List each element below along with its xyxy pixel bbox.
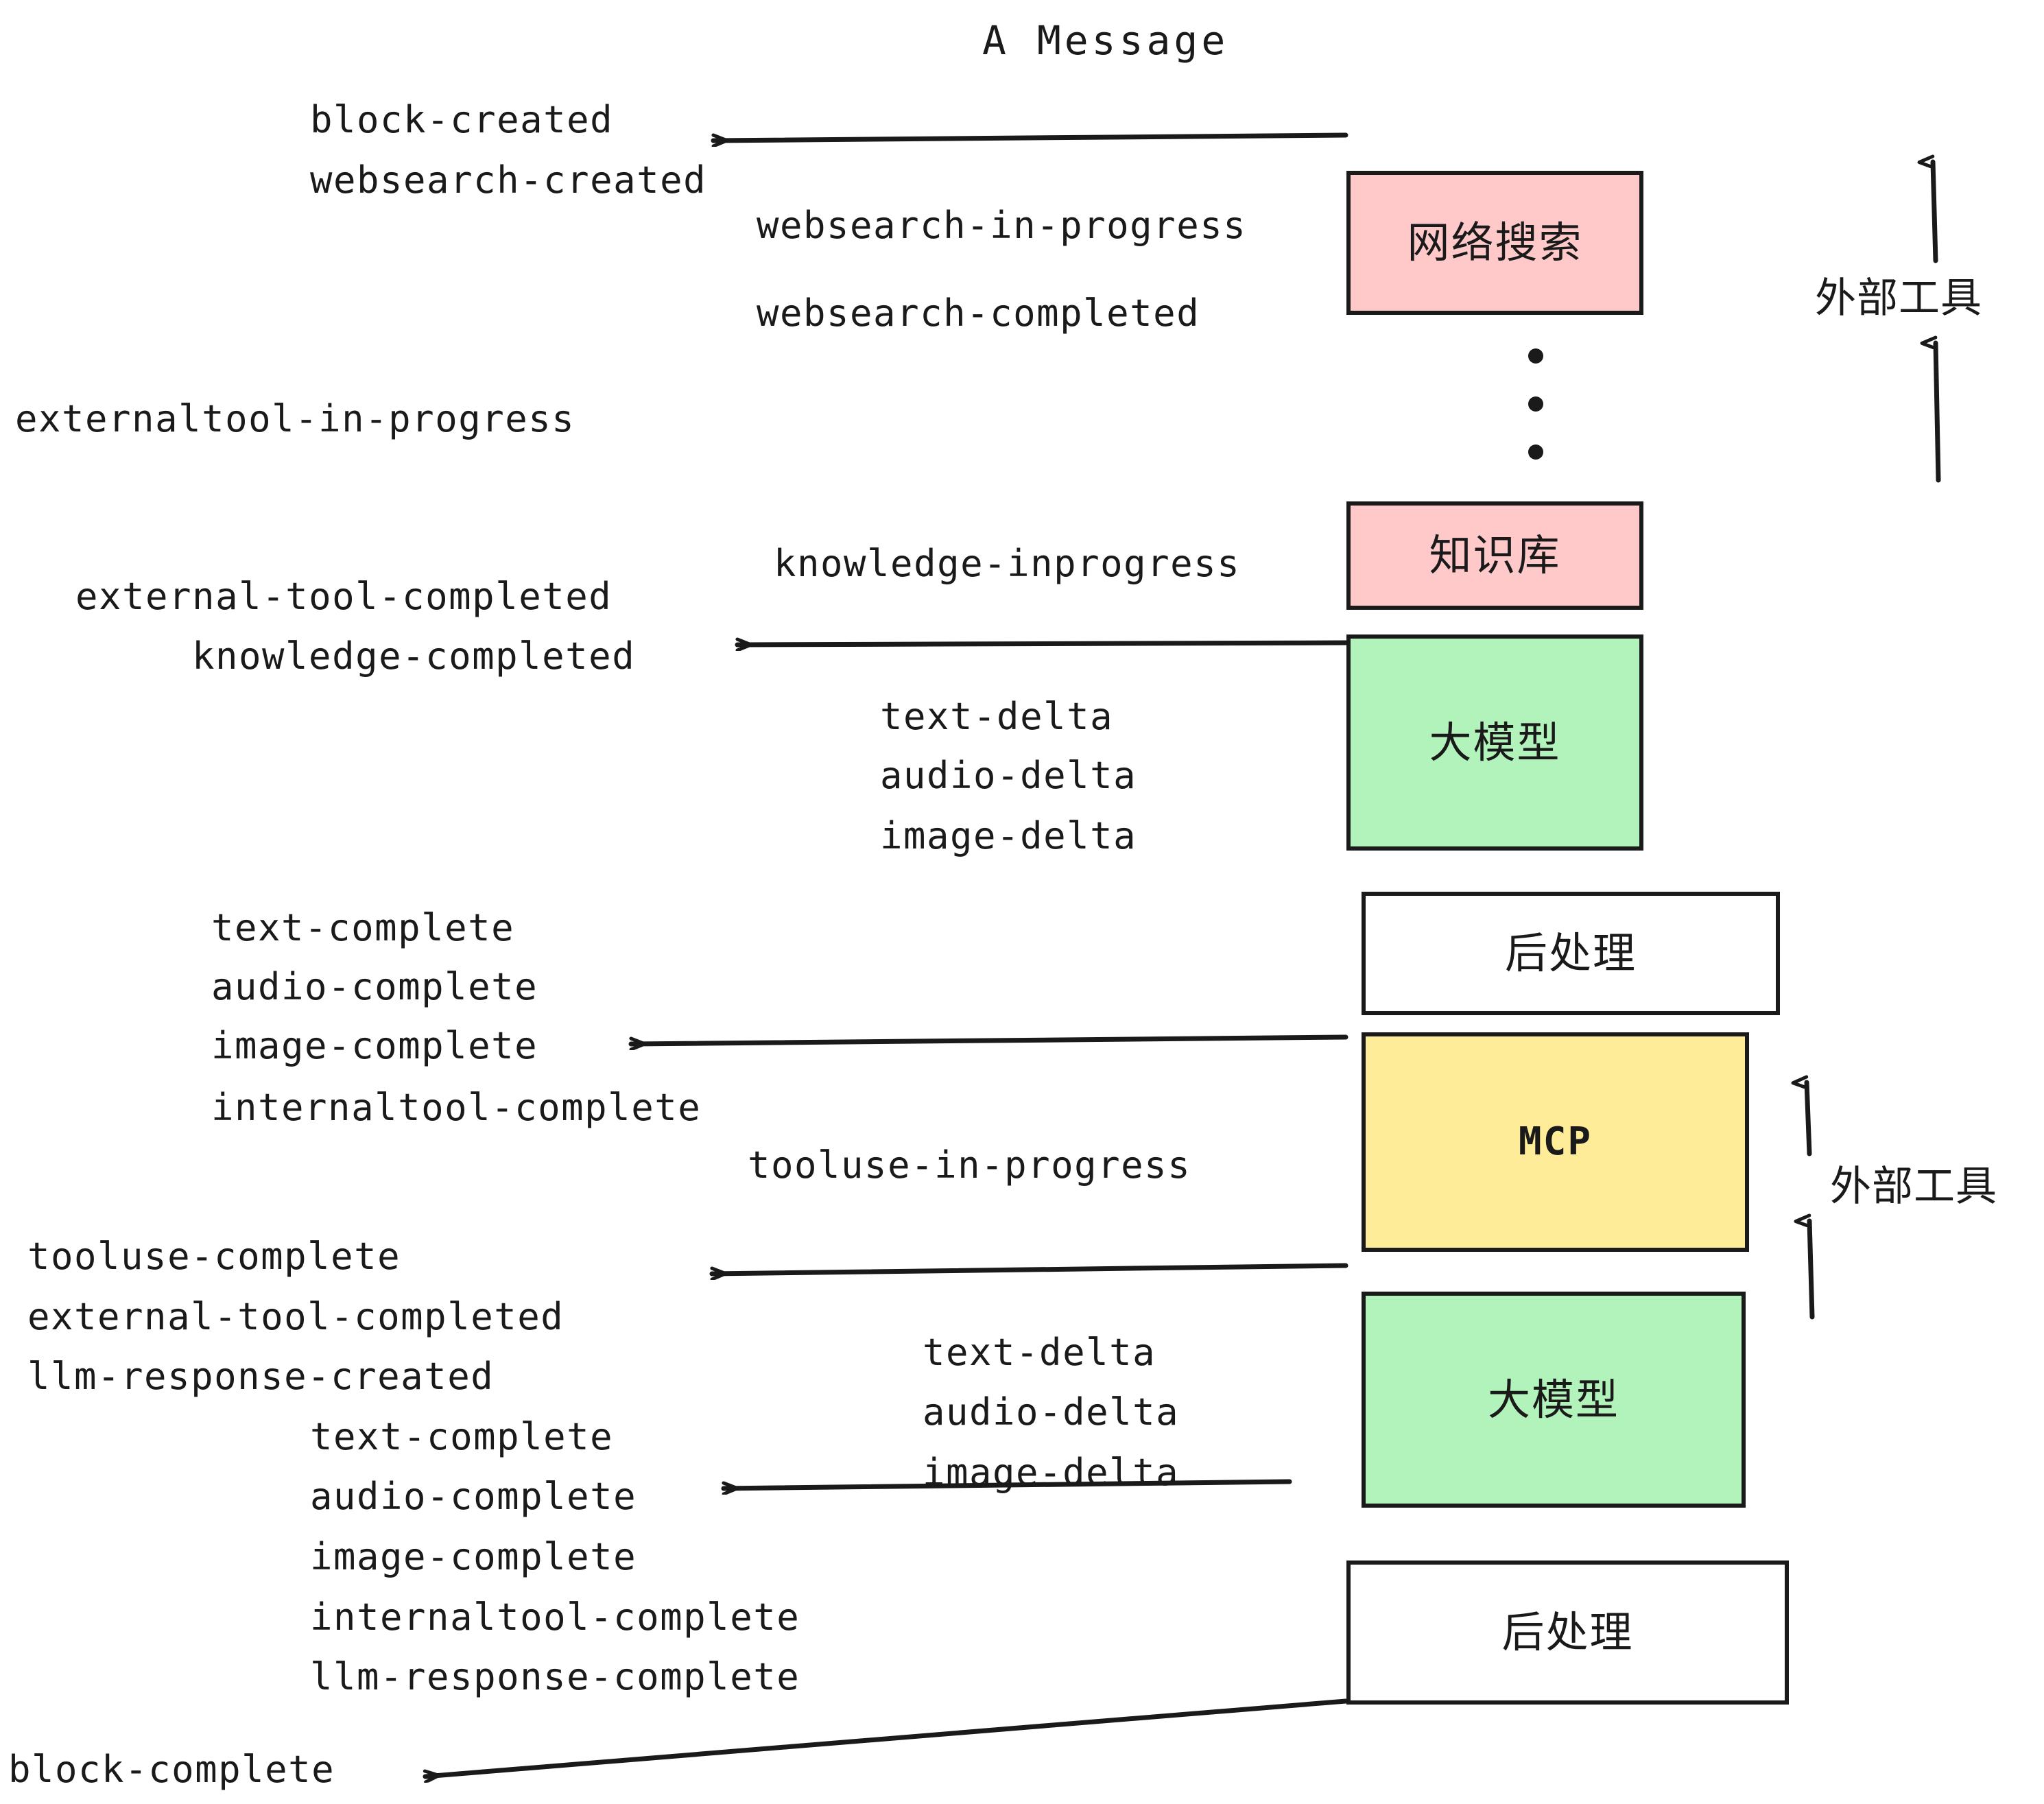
node-mcp-label: MCP [1518, 1119, 1593, 1164]
event-websearch-completed: websearch-completed [757, 292, 1200, 335]
event-knowledge-inprogress: knowledge-inprogress [774, 542, 1241, 585]
node-postprocess-2-label: 后处理 [1501, 1607, 1634, 1657]
diagram-title: A Message [982, 17, 1229, 64]
event-tooluse-complete: tooluse-complete [27, 1235, 401, 1278]
arrow-websearch-to-left [711, 132, 1348, 141]
node-postprocess-1[interactable]: 后处理 [1362, 892, 1780, 1015]
event-image-delta-1: image-delta [880, 814, 1137, 857]
event-external-tool-completed-2: external-tool-completed [27, 1295, 565, 1338]
node-websearch-label: 网络搜索 [1407, 217, 1583, 268]
ellipsis-dot-2 [1528, 396, 1543, 412]
arrow-mcp-to-left [709, 1263, 1348, 1274]
ellipsis-dot-1 [1528, 348, 1543, 364]
event-block-complete: block-complete [8, 1748, 335, 1791]
ellipsis-dot-3 [1528, 444, 1543, 460]
event-image-delta-2: image-delta [923, 1451, 1180, 1494]
node-knowledgebase[interactable]: 知识库 [1346, 501, 1643, 610]
side-label-external-tools-bottom: 外部工具 [1830, 1163, 1997, 1211]
event-llm-response-created: llm-response-created [27, 1355, 495, 1398]
node-llm-1-label: 大模型 [1429, 717, 1561, 768]
event-knowledge-completed: knowledge-completed [192, 634, 636, 678]
node-llm-1[interactable]: 大模型 [1346, 634, 1643, 851]
arrow-knowledge-to-left [735, 643, 1348, 645]
event-external-tool-completed-1: external-tool-completed [75, 575, 613, 618]
event-websearch-in-progress: websearch-in-progress [757, 204, 1247, 247]
event-text-delta-2: text-delta [923, 1331, 1156, 1374]
node-knowledgebase-label: 知识库 [1429, 530, 1561, 580]
event-image-complete-2: image-complete [310, 1535, 637, 1578]
arrow-postprocess2-to-left [423, 1698, 1348, 1777]
event-text-complete-1: text-complete [211, 906, 515, 949]
event-llm-response-complete: llm-response-complete [310, 1655, 800, 1698]
event-audio-delta-2: audio-delta [923, 1390, 1180, 1434]
event-internaltool-complete-2: internaltool-complete [310, 1595, 800, 1639]
event-audio-complete-2: audio-complete [310, 1475, 637, 1518]
event-block-created: block-created [310, 98, 614, 141]
event-audio-delta-1: audio-delta [880, 754, 1137, 797]
event-externaltool-in-progress: externaltool-in-progress [15, 397, 575, 440]
node-postprocess-2[interactable]: 后处理 [1346, 1560, 1789, 1705]
external-tools-bottom-arrows [1807, 1082, 1815, 1320]
event-text-delta-1: text-delta [880, 695, 1114, 738]
node-postprocess-1-label: 后处理 [1504, 928, 1637, 978]
event-image-complete-1: image-complete [211, 1024, 538, 1067]
event-tooluse-in-progress: tooluse-in-progress [748, 1143, 1191, 1187]
event-text-complete-2: text-complete [310, 1415, 614, 1458]
event-websearch-created: websearch-created [310, 158, 707, 202]
event-audio-complete-1: audio-complete [211, 965, 538, 1008]
side-label-external-tools-top: 外部工具 [1815, 274, 1982, 322]
node-websearch[interactable]: 网络搜索 [1346, 171, 1643, 315]
event-internaltool-complete-1: internaltool-complete [211, 1086, 702, 1129]
node-llm-2-label: 大模型 [1487, 1374, 1619, 1425]
node-mcp[interactable]: MCP [1362, 1032, 1749, 1252]
node-llm-2[interactable]: 大模型 [1362, 1292, 1746, 1508]
arrow-postprocess-to-left [628, 1034, 1348, 1044]
